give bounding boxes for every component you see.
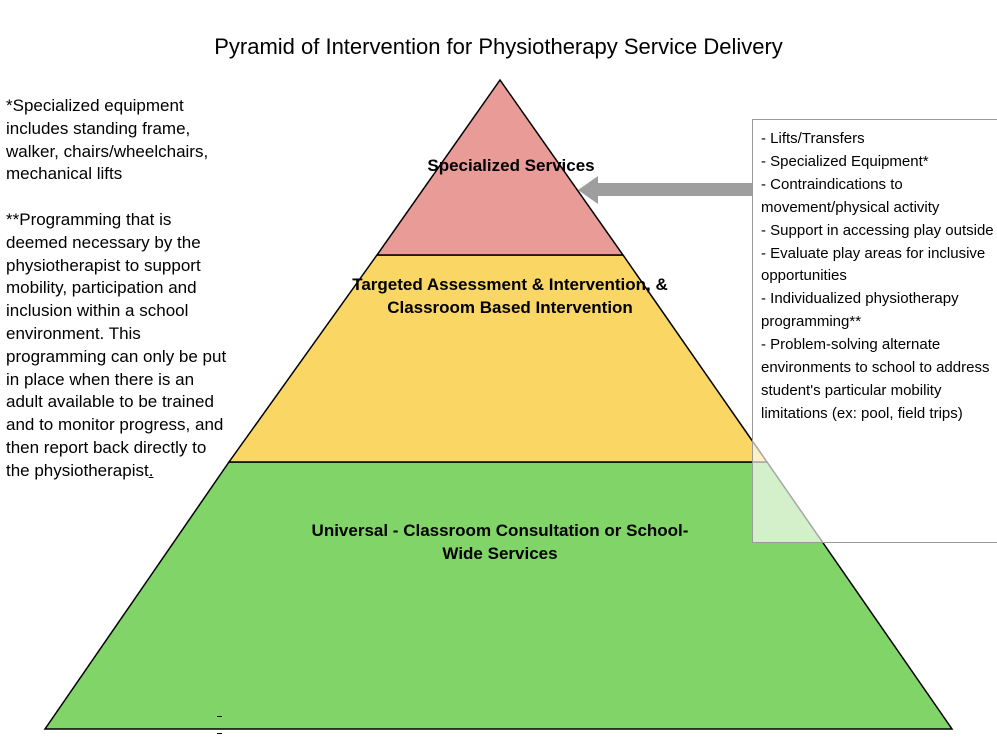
callout-item: - Support in accessing play outside xyxy=(761,221,994,239)
callout-item: - Individualized physiotherapy programmi… xyxy=(761,290,959,331)
callout-box: - Lifts/Transfers - Specialized Equipmen… xyxy=(752,119,997,543)
callout-item: - Lifts/Transfers xyxy=(761,130,865,147)
footnote-programming-end: . xyxy=(148,460,154,480)
tier-label-universal: Universal - Classroom Consultation or Sc… xyxy=(311,521,689,563)
page-title: Pyramid of Intervention for Physiotherap… xyxy=(214,34,783,59)
pyramid-tier-top xyxy=(375,78,625,256)
callout-arrow xyxy=(578,176,752,204)
footnotes: *Specialized equipment includes standing… xyxy=(6,95,228,483)
footnote-programming: **Programming that is deemed necessary b… xyxy=(6,209,228,483)
callout-item: - Problem-solving alternate environments… xyxy=(761,336,990,422)
callout-list: - Lifts/Transfers - Specialized Equipmen… xyxy=(761,128,997,426)
tier-label-specialized: Specialized Services xyxy=(427,156,595,175)
callout-item: - Evaluate play areas for inclusive oppo… xyxy=(761,244,986,285)
stray-dash-mark xyxy=(217,716,222,717)
tier-label-targeted: Targeted Assessment & Intervention, & Cl… xyxy=(352,275,668,317)
stray-dash-mark xyxy=(217,733,222,734)
footnote-equipment: *Specialized equipment includes standing… xyxy=(6,96,209,184)
callout-item: - Contraindications to movement/physical… xyxy=(761,175,940,216)
footnote-programming-text: **Programming that is deemed necessary b… xyxy=(6,209,227,480)
callout-item: - Specialized Equipment* xyxy=(761,152,929,170)
